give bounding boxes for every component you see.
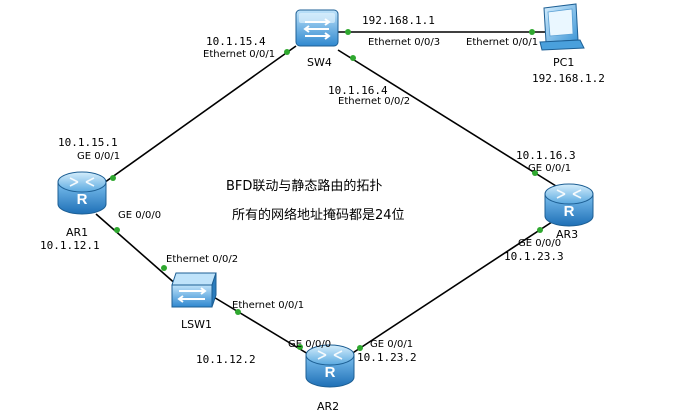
- sw4-eth003-port: Ethernet 0/0/3: [368, 37, 440, 48]
- lsw1-switch-icon[interactable]: [171, 272, 217, 308]
- port-dot: [161, 265, 167, 271]
- ar1-ip: 10.1.12.1: [40, 239, 100, 252]
- ar2-ip-12: 10.1.12.2: [196, 353, 256, 366]
- ar3-ge000-port: GE 0/0/0: [518, 238, 561, 249]
- sw4-pc1-ip: 192.168.1.1: [362, 14, 435, 27]
- ar3-ip-16: 10.1.16.3: [516, 149, 576, 162]
- port-dot: [284, 49, 290, 55]
- link-ar2-ar3: [344, 217, 559, 359]
- sw4-switch-icon[interactable]: [295, 9, 339, 47]
- pc1-ip: 192.168.1.2: [532, 72, 605, 85]
- svg-text:R: R: [77, 191, 88, 208]
- svg-text:R: R: [325, 364, 336, 381]
- port-dot: [297, 344, 303, 350]
- ar3-ip-23: 10.1.23.3: [504, 250, 564, 263]
- lsw1-eth002-port: Ethernet 0/0/2: [166, 254, 238, 265]
- ar3-label: AR3: [556, 228, 578, 241]
- ar1-router-icon[interactable]: R: [57, 171, 107, 215]
- link-sw4-ar1: [93, 45, 297, 191]
- ar1-ge000-port: GE 0/0/0: [118, 210, 161, 221]
- port-dots: [110, 29, 543, 351]
- port-dot: [529, 29, 535, 35]
- topology-title-note: BFD联动与静态路由的拓扑: [226, 178, 382, 194]
- pc1-eth001-port: Ethernet 0/0/1: [466, 37, 538, 48]
- links: [93, 31, 559, 361]
- ar1-label: AR1: [66, 226, 88, 239]
- sw4-label: SW4: [307, 56, 332, 69]
- sw4-eth001-port: Ethernet 0/0/1: [203, 49, 275, 60]
- lsw1-label: LSW1: [181, 318, 212, 331]
- ar2-ge000-port: GE 0/0/0: [288, 339, 331, 350]
- link-sw4-ar3: [337, 49, 557, 187]
- lsw1-eth001-port: Ethernet 0/0/1: [232, 300, 304, 311]
- ar2-ip-23: 10.1.23.2: [357, 351, 417, 364]
- ar3-ge001-port: GE 0/0/1: [528, 163, 571, 174]
- sw4-ip-15: 10.1.15.4: [206, 35, 266, 48]
- port-dot: [350, 55, 356, 61]
- port-dot: [537, 227, 543, 233]
- sw4-eth002-port: Ethernet 0/0/2: [338, 96, 410, 107]
- ar1-ip-15: 10.1.15.1: [58, 136, 118, 149]
- pc1-label: PC1: [553, 56, 574, 69]
- ar2-router-icon[interactable]: R: [305, 344, 355, 388]
- port-dot: [235, 309, 241, 315]
- svg-text:R: R: [564, 203, 575, 220]
- port-dot: [114, 227, 120, 233]
- port-dot: [345, 29, 351, 35]
- port-dot: [357, 345, 363, 351]
- mask-note: 所有的网络地址掩码都是24位: [232, 207, 405, 223]
- ar2-label: AR2: [317, 400, 339, 413]
- ar3-router-icon[interactable]: R: [544, 183, 594, 227]
- port-dot: [110, 175, 116, 181]
- link-ar1-lsw1: [95, 213, 179, 287]
- port-dot: [532, 170, 538, 176]
- pc1-computer-icon[interactable]: [539, 3, 585, 51]
- ar1-ge001-port: GE 0/0/1: [77, 151, 120, 162]
- sw4-ip-16: 10.1.16.4: [328, 84, 388, 97]
- ar2-ge001-port: GE 0/0/1: [370, 339, 413, 350]
